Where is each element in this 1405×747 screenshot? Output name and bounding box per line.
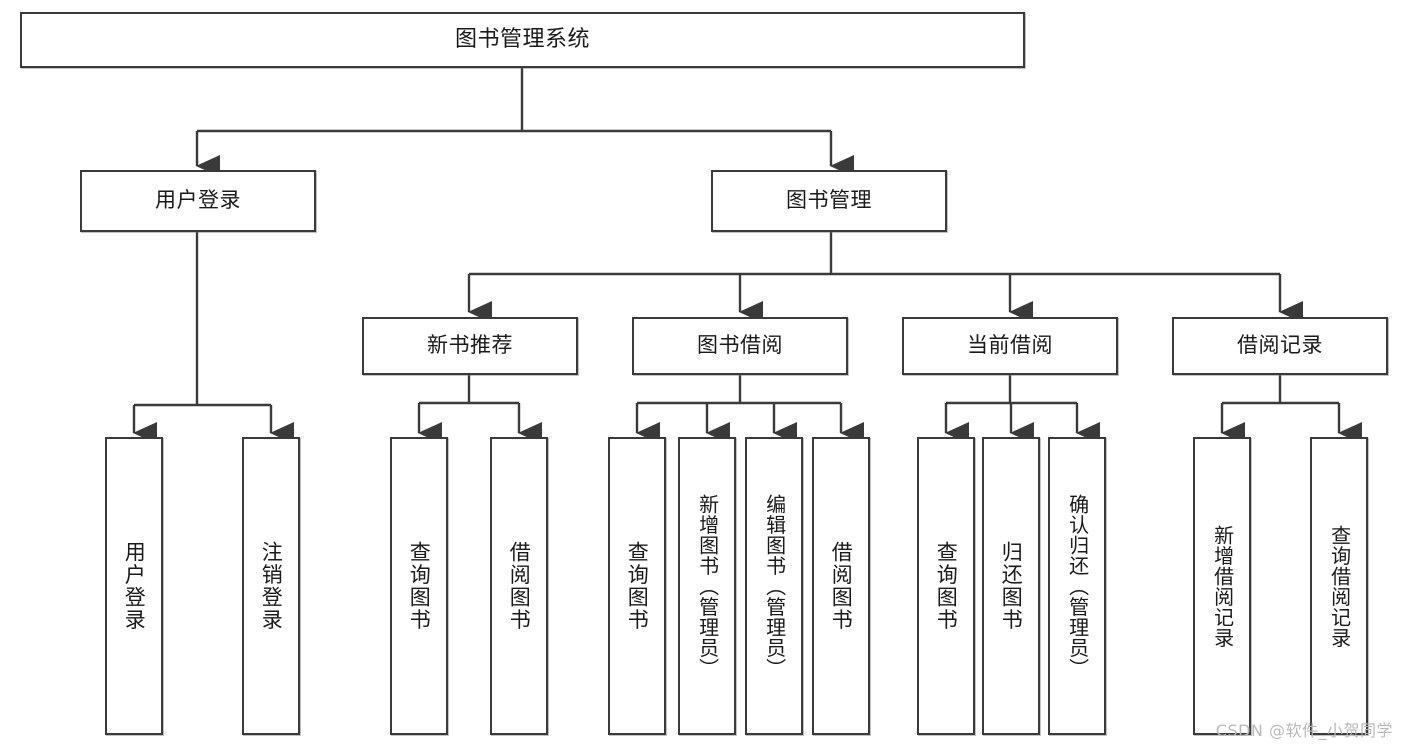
- node-label: 当前借阅: [967, 333, 1053, 358]
- node-label: 新增借阅记录: [1210, 524, 1235, 648]
- node-label: 查询图书: [934, 541, 959, 631]
- node-leaf-user-login[interactable]: 用户登录: [105, 437, 163, 735]
- node-leaf-borrow-book-2[interactable]: 借阅图书: [812, 437, 870, 735]
- node-leaf-query-book-2[interactable]: 查询图书: [608, 437, 666, 735]
- node-book-management[interactable]: 图书管理: [711, 170, 947, 232]
- node-leaf-query-book-1[interactable]: 查询图书: [390, 437, 448, 735]
- node-label: 新书推荐: [427, 333, 513, 358]
- node-label: 确认归还（管理员）: [1065, 493, 1090, 679]
- node-label: 用户登录: [122, 541, 147, 631]
- node-label: 用户登录: [155, 188, 241, 213]
- node-label: 图书管理: [786, 188, 872, 213]
- node-leaf-logout[interactable]: 注销登录: [242, 437, 300, 735]
- node-label: 借阅图书: [507, 541, 532, 631]
- node-label: 查询借阅记录: [1327, 524, 1352, 648]
- node-label: 查询图书: [625, 541, 650, 631]
- node-current-borrow[interactable]: 当前借阅: [902, 317, 1118, 375]
- node-borrow-record[interactable]: 借阅记录: [1172, 317, 1388, 375]
- node-leaf-query-record[interactable]: 查询借阅记录: [1310, 437, 1368, 735]
- node-user-login[interactable]: 用户登录: [80, 170, 316, 232]
- node-label: 借阅记录: [1237, 333, 1323, 358]
- node-leaf-return-book[interactable]: 归还图书: [982, 437, 1040, 735]
- node-new-book-recommend[interactable]: 新书推荐: [362, 317, 578, 375]
- node-label: 编辑图书（管理员）: [762, 493, 787, 679]
- node-label: 图书管理系统: [454, 26, 590, 52]
- node-book-borrow[interactable]: 图书借阅: [632, 317, 848, 375]
- node-root-system[interactable]: 图书管理系统: [20, 12, 1025, 68]
- node-label: 借阅图书: [829, 541, 854, 631]
- node-label: 图书借阅: [697, 333, 783, 358]
- node-label: 注销登录: [259, 541, 284, 631]
- node-leaf-edit-book[interactable]: 编辑图书（管理员）: [745, 437, 803, 735]
- node-leaf-confirm-return[interactable]: 确认归还（管理员）: [1048, 437, 1106, 735]
- node-leaf-query-book-3[interactable]: 查询图书: [917, 437, 975, 735]
- node-leaf-add-book[interactable]: 新增图书（管理员）: [678, 437, 736, 735]
- node-leaf-borrow-book-1[interactable]: 借阅图书: [490, 437, 548, 735]
- watermark-text: CSDN @软件_小贺同学: [1215, 721, 1393, 740]
- node-label: 新增图书（管理员）: [695, 493, 720, 679]
- node-label: 归还图书: [999, 541, 1024, 631]
- node-leaf-add-record[interactable]: 新增借阅记录: [1193, 437, 1251, 735]
- node-label: 查询图书: [407, 541, 432, 631]
